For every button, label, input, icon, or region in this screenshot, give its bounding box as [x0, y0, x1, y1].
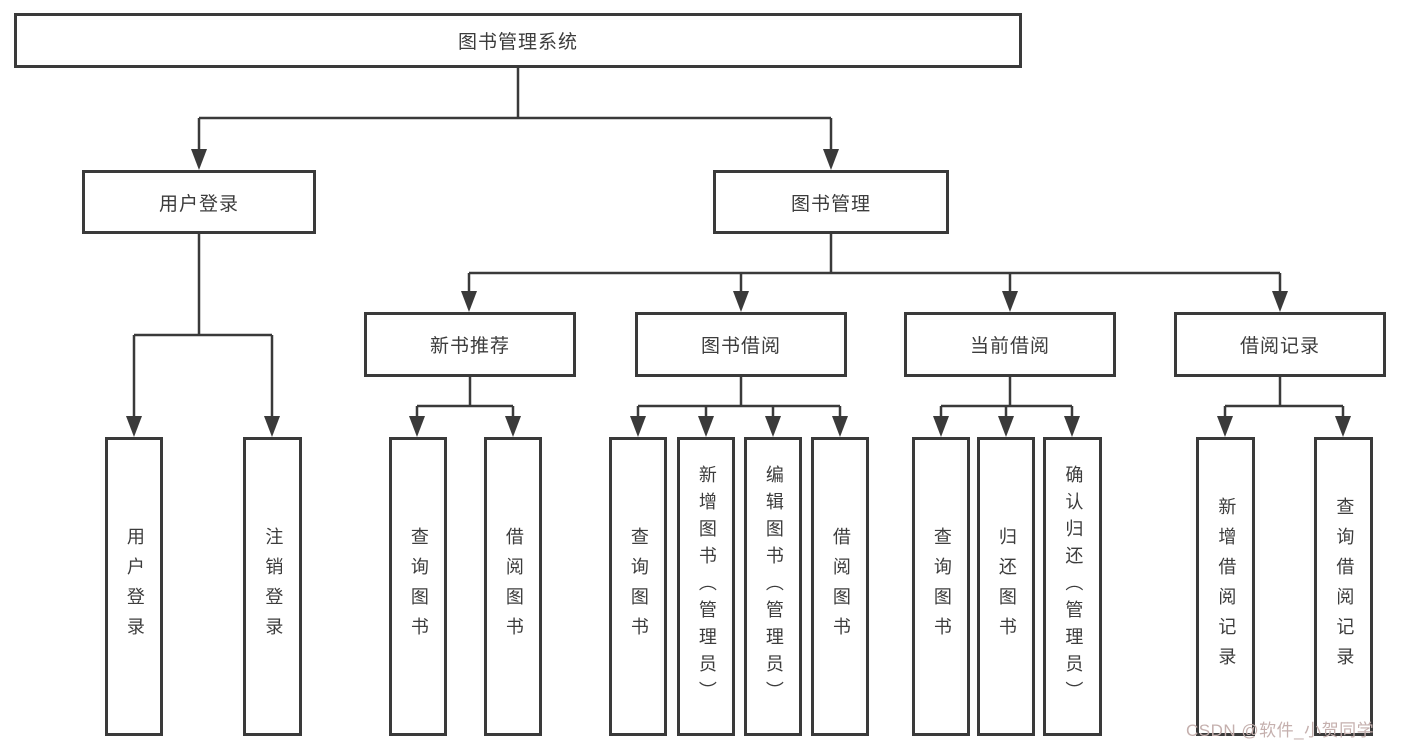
leaf-query-book-a: 查询图书	[389, 437, 447, 736]
leaf-query-book-c-label: 查询图书	[931, 526, 952, 647]
leaf-user-login-label: 用户登录	[124, 526, 145, 647]
leaf-edit-book-label: 编辑图书（管理员）	[763, 465, 784, 708]
node-borrow-record-label: 借阅记录	[1239, 336, 1320, 357]
leaf-logout: 注销登录	[243, 437, 302, 736]
leaf-borrow-book-a: 借阅图书	[484, 437, 542, 736]
leaf-query-book-b-label: 查询图书	[628, 526, 649, 647]
leaf-return-book: 归还图书	[977, 437, 1035, 736]
leaf-query-book-c: 查询图书	[912, 437, 970, 736]
node-user-login-label: 用户登录	[158, 193, 239, 215]
node-current-borrow: 当前借阅	[904, 312, 1116, 377]
leaf-borrow-book-a-label: 借阅图书	[503, 526, 524, 647]
leaf-add-record: 新增借阅记录	[1196, 437, 1255, 736]
node-current-borrow-label: 当前借阅	[969, 336, 1050, 357]
node-book-mgmt: 图书管理	[713, 170, 949, 234]
leaf-query-record: 查询借阅记录	[1314, 437, 1373, 736]
node-root: 图书管理系统	[14, 13, 1022, 68]
node-new-book-rec-label: 新书推荐	[429, 336, 510, 357]
leaf-query-record-label: 查询借阅记录	[1334, 496, 1355, 677]
node-user-login: 用户登录	[82, 170, 316, 234]
leaf-borrow-book-b: 借阅图书	[811, 437, 869, 736]
leaf-query-book-a-label: 查询图书	[408, 526, 429, 647]
node-book-borrow-label: 图书借阅	[700, 336, 781, 357]
node-new-book-rec: 新书推荐	[364, 312, 576, 377]
leaf-borrow-book-b-label: 借阅图书	[830, 526, 851, 647]
edge-lines	[132, 68, 1345, 420]
node-borrow-record: 借阅记录	[1174, 312, 1386, 377]
leaf-confirm-return: 确认归还（管理员）	[1043, 437, 1102, 736]
leaf-edit-book: 编辑图书（管理员）	[744, 437, 802, 736]
leaf-user-login: 用户登录	[105, 437, 163, 736]
arrowheads	[126, 149, 1351, 437]
leaf-add-book-label: 新增图书（管理员）	[696, 465, 717, 708]
node-book-borrow: 图书借阅	[635, 312, 847, 377]
leaf-add-record-label: 新增借阅记录	[1216, 496, 1237, 677]
leaf-logout-label: 注销登录	[263, 526, 284, 647]
leaf-add-book: 新增图书（管理员）	[677, 437, 735, 736]
leaf-query-book-b: 查询图书	[609, 437, 667, 736]
csdn-watermark: CSDN @软件_小贺同学	[1186, 721, 1375, 740]
node-root-label: 图书管理系统	[457, 32, 578, 53]
node-book-mgmt-label: 图书管理	[790, 193, 871, 215]
leaf-return-book-label: 归还图书	[996, 526, 1017, 647]
leaf-confirm-return-label: 确认归还（管理员）	[1063, 465, 1084, 708]
